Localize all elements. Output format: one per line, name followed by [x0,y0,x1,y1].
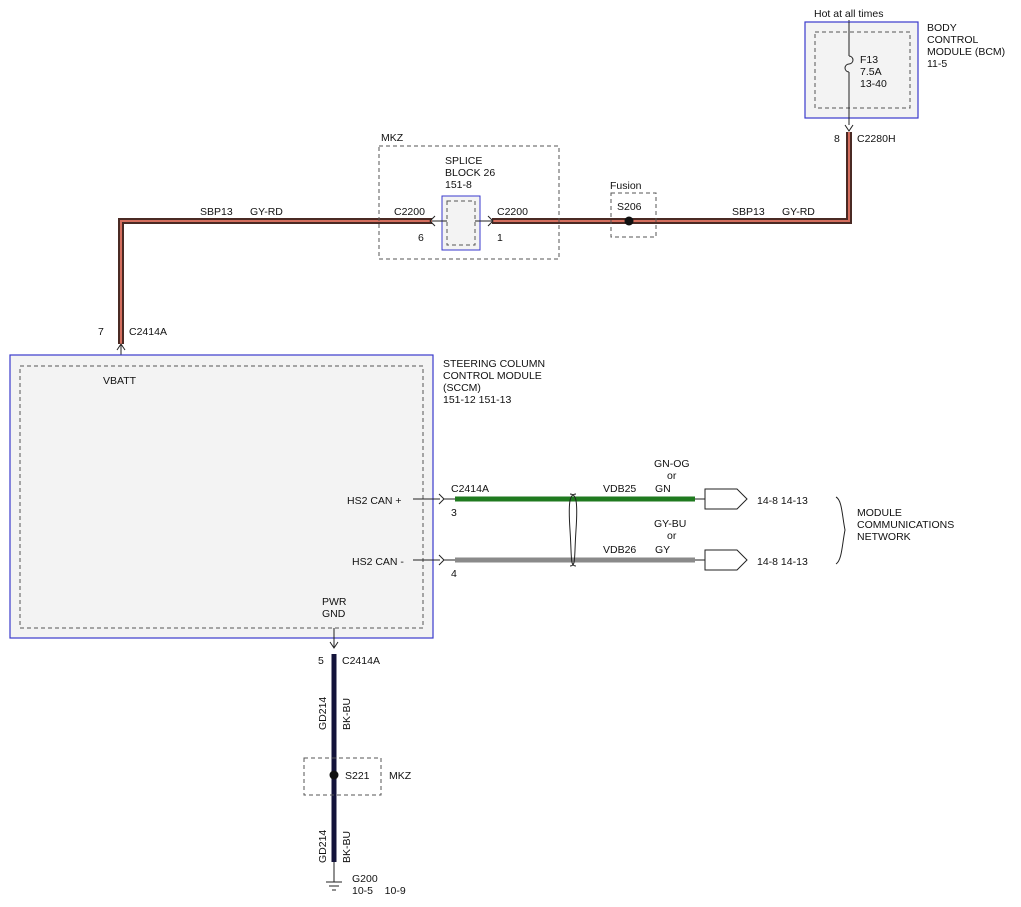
splice-s221-box [303,757,382,796]
gd214-lower-circuit: GD214 [317,830,329,863]
splice-block-variant-label: MKZ [381,132,404,144]
wire-sbp13-left-color: GY-RD [250,206,283,218]
splice-block-right-pin: 1 [497,232,503,244]
bcm-name-line-2: CONTROL [927,34,978,46]
vdb26-or-label: or [667,530,677,542]
fuse-f13-label: F13 [860,54,878,66]
sccm-page-refs: 151-12 151-13 [443,394,511,406]
wire-sbp13 [118,132,852,344]
can-minus-pin: 4 [451,568,457,580]
wire-sbp13-right-circuit: SBP13 [732,206,765,218]
vdb25-alt-color: GN-OG [654,458,690,470]
bcm-box [804,21,919,119]
splice-s206: Fusion S206 [610,180,657,238]
gd214-lower-color: BK-BU [341,831,353,863]
vdb25-circuit: VDB25 [603,483,636,495]
can-plus-continuation-icon [704,488,748,510]
vdb26-color: GY [655,544,670,556]
left-connector-arrow-icon [429,215,436,227]
ground-g200-label: G200 [352,873,378,885]
hs2-can-plus-label: HS2 CAN + [347,495,402,507]
bcm-page-ref: 11-5 [927,58,947,70]
s206-label: S206 [617,201,642,213]
can-plus-pin: 3 [451,507,457,519]
sccm-box [9,354,434,639]
right-connector-arrow-icon [487,215,494,227]
network-name-1: MODULE [857,507,902,519]
gd214-upper-color: BK-BU [341,698,353,730]
bcm-connector-label: C2280H [857,133,896,145]
sccm-name-2: CONTROL MODULE [443,370,542,382]
pwr-gnd-label-1: PWR [322,596,347,608]
can-plus-page-refs: 14-8 14-13 [757,495,808,507]
wire-sbp13-left-circuit: SBP13 [200,206,233,218]
gnd-pin: 5 [318,655,324,667]
sccm-vbatt-pin: 7 [98,326,104,338]
bcm-module: Hot at all times F13 7.5A 13-40 BODY CON… [804,8,1005,145]
twisted-pair-icon [569,493,578,567]
splice-block-left-connector: C2200 [394,206,425,218]
bcm-pin-number: 8 [834,133,840,145]
wire-sbp13-right-color: GY-RD [782,206,815,218]
splice-block-right-connector: C2200 [497,206,528,218]
can-connector-label: C2414A [451,483,489,495]
sccm-vbatt-connector: C2414A [129,326,167,338]
vdb25-or-label: or [667,470,677,482]
bcm-inner-box [814,31,911,109]
gnd-connector-arrow-icon [329,641,339,649]
can-minus-page-refs: 14-8 14-13 [757,556,808,568]
network-name-2: COMMUNICATIONS [857,519,954,531]
bcm-name-line-1: BODY [927,22,957,34]
splice-block-name-2: BLOCK 26 [445,167,495,179]
splice-dot-icon [624,216,634,226]
bcm-name-line-3: MODULE (BCM) [927,46,1005,58]
sccm-vbatt-label: VBATT [103,375,137,387]
vdb25-color: GN [655,483,671,495]
ground-circuit [303,628,382,891]
gd214-upper-circuit: GD214 [317,697,329,730]
fuse-ref-label: 13-40 [860,78,887,90]
sccm-module: 7 C2414A VBATT STEERING COLUMN CONTROL M… [9,326,545,639]
sccm-name-1: STEERING COLUMN [443,358,545,370]
s221-variant-label: MKZ [389,770,412,782]
gnd-connector-label: C2414A [342,655,380,667]
splice-block-26: MKZ SPLICE BLOCK 26 151-8 C2200 6 C2200 … [378,132,560,260]
vdb26-circuit: VDB26 [603,544,636,556]
splice-block-left-pin: 6 [418,232,424,244]
sccm-inner-box [19,365,424,629]
can-minus-continuation-icon [704,549,748,571]
s206-variant-label: Fusion [610,180,642,192]
s221-label: S221 [345,770,370,782]
splice-s221-dot-icon [329,770,339,780]
ground-page-refs: 10-5 10-9 [352,885,406,897]
fuse-icon [844,55,854,73]
splice-block-name-1: SPLICE [445,155,482,167]
bcm-connector-arrow-icon [844,124,854,132]
sccm-name-3: (SCCM) [443,382,481,394]
pwr-gnd-label-2: GND [322,608,346,620]
fuse-rating-label: 7.5A [860,66,882,78]
hot-at-all-times-label: Hot at all times [814,8,883,20]
network-name-3: NETWORK [857,531,911,543]
splice-block-ref: 151-8 [445,179,472,191]
vdb26-alt-color: GY-BU [654,518,686,530]
can-bus-wires [413,488,748,571]
hs2-can-minus-label: HS2 CAN - [352,556,404,568]
network-brace-icon [835,496,846,565]
